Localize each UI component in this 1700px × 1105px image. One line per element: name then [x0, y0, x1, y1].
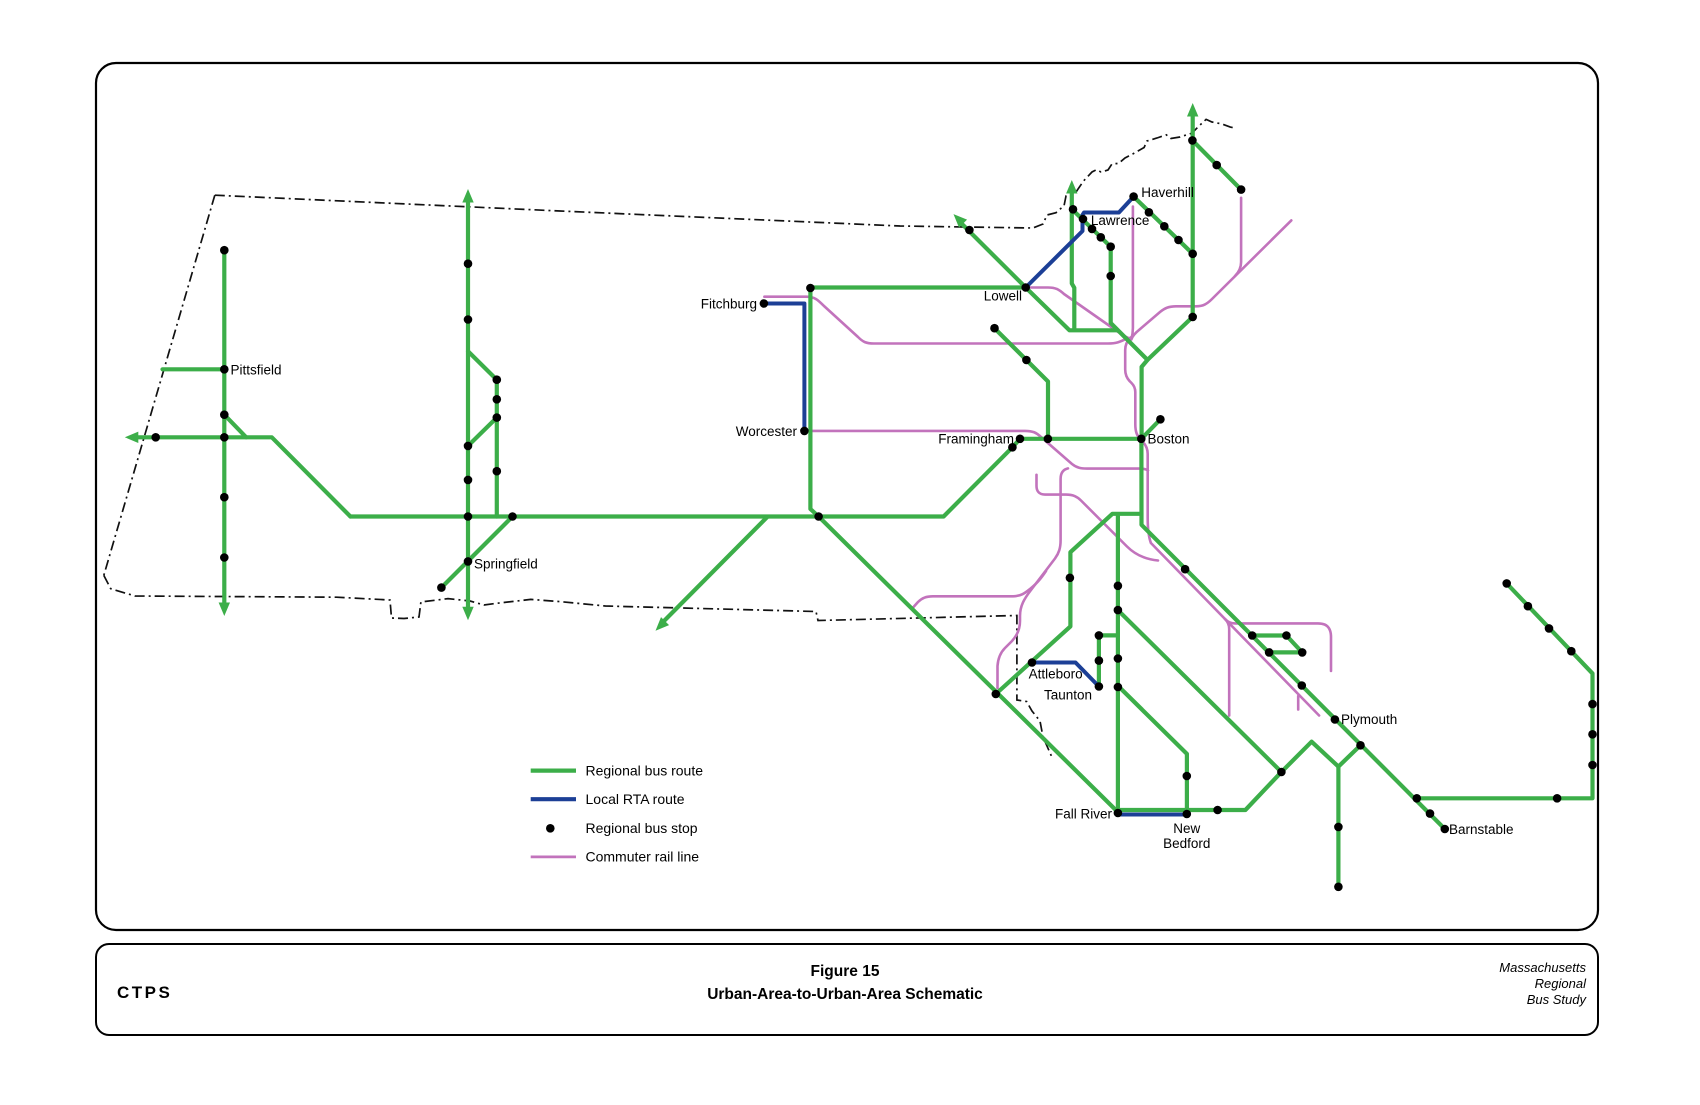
svg-text:Regional: Regional — [1535, 976, 1587, 991]
svg-text:Barnstable: Barnstable — [1449, 822, 1514, 837]
svg-text:New: New — [1173, 821, 1200, 836]
svg-text:CTPS: CTPS — [117, 983, 172, 1002]
svg-text:Attleboro: Attleboro — [1029, 667, 1083, 682]
svg-text:Urban-Area-to-Urban-Area Schem: Urban-Area-to-Urban-Area Schematic — [707, 986, 983, 1003]
svg-text:Local RTA route: Local RTA route — [586, 791, 685, 807]
svg-text:Massachusetts: Massachusetts — [1499, 960, 1586, 975]
svg-text:Boston: Boston — [1148, 432, 1190, 447]
svg-text:Regional bus stop: Regional bus stop — [586, 820, 698, 836]
svg-text:Regional bus route: Regional bus route — [586, 763, 704, 779]
svg-text:Plymouth: Plymouth — [1341, 712, 1397, 727]
svg-text:Fitchburg: Fitchburg — [701, 297, 757, 312]
svg-text:Lawrence: Lawrence — [1091, 213, 1150, 228]
svg-text:Taunton: Taunton — [1044, 688, 1092, 703]
svg-text:Springfield: Springfield — [474, 557, 538, 572]
svg-text:Bedford: Bedford — [1163, 836, 1210, 851]
svg-text:Worcester: Worcester — [736, 424, 798, 439]
svg-text:Framingham: Framingham — [938, 432, 1014, 447]
svg-text:Bus Study: Bus Study — [1527, 992, 1588, 1007]
svg-text:Lowell: Lowell — [984, 289, 1022, 304]
svg-text:Fall River: Fall River — [1055, 807, 1113, 822]
svg-text:Commuter rail line: Commuter rail line — [586, 849, 700, 865]
svg-text:Pittsfield: Pittsfield — [231, 363, 282, 378]
svg-text:Haverhill: Haverhill — [1141, 185, 1194, 200]
svg-text:Figure 15: Figure 15 — [811, 963, 880, 980]
